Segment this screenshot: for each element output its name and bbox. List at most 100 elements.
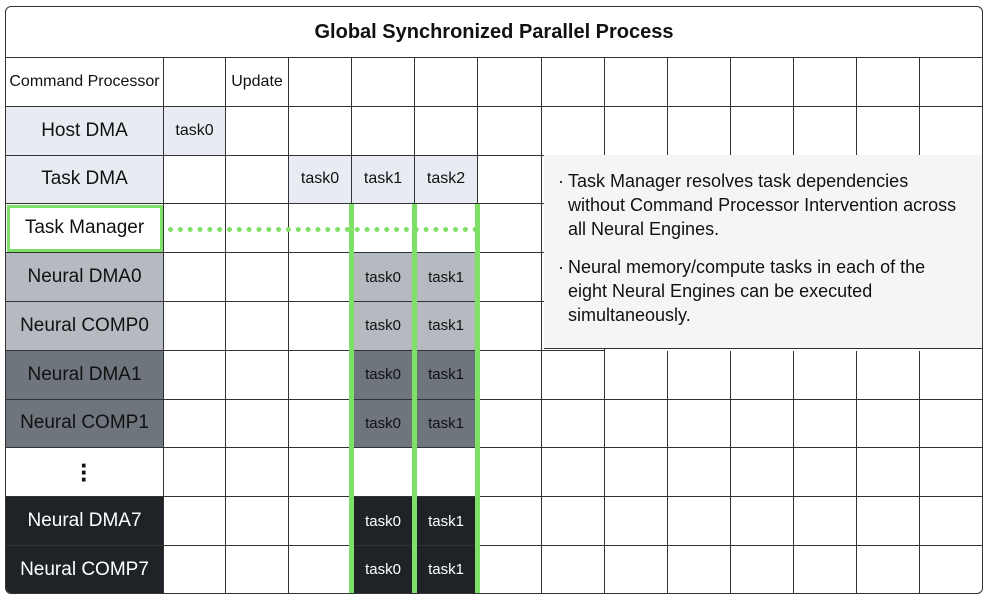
grid-cell [731,350,794,400]
grid-cell [794,546,857,593]
task-cell: task1 [415,497,478,546]
bullet-icon: · [558,257,564,277]
grid-cell [478,253,542,302]
grid-cell [668,58,731,107]
grid-cell [542,546,605,593]
grid-cell [920,107,982,156]
grid-cell [542,58,605,107]
row-label: Neural COMP7 [6,546,164,593]
grid-cell [794,399,857,449]
grid-cell [164,155,226,205]
grid-cell [668,106,731,156]
grid-cell [352,58,415,107]
grid-cell [731,448,794,498]
grid-cell [605,448,668,498]
grid-cell [478,448,542,498]
grid-cell [605,58,668,107]
diagram-frame: Global Synchronized Parallel Process Com… [5,6,983,594]
grid-cell [289,253,352,302]
task-cell: task1 [415,546,478,593]
note-text: Neural memory/compute tasks in each of t… [568,257,926,325]
note-item: · Task Manager resolves task dependencie… [558,169,966,241]
grid-cell [731,58,794,107]
row-label: Neural COMP0 [6,302,164,351]
task-cell: task0 [352,497,415,546]
grid-cell [164,350,226,400]
grid-cell [164,546,226,593]
ellipsis-icon: ··· [6,448,164,498]
task-cell: task1 [415,302,478,351]
grid-cell [794,58,857,107]
grid-cell [164,497,226,546]
grid-cell [920,546,982,593]
grid-cell [542,350,605,400]
grid-cell [794,350,857,400]
row-label: Task DMA [6,155,164,205]
grid-cell [164,58,226,107]
row-label: Task Manager [6,204,164,254]
bullet-icon: · [558,171,564,191]
grid-cell [920,351,982,400]
grid-cell [668,497,731,546]
grid-cell [478,399,542,449]
grid-cell [415,106,478,156]
grid-cell [289,302,352,351]
sync-line-3 [475,204,480,593]
grid-cell [478,350,542,400]
grid-cell [605,106,668,156]
row-label: Neural COMP1 [6,399,164,449]
grid-cell [226,497,289,546]
grid-cell [542,106,605,156]
grid-cell [731,546,794,593]
grid-cell [415,448,478,498]
grid-cell [605,497,668,546]
grid-cell [226,448,289,498]
grid-cell [289,497,352,546]
grid-cell [731,106,794,156]
grid-cell [478,58,542,107]
note-text: Task Manager resolves task dependencies … [568,171,957,239]
grid-cell [478,302,542,351]
grid-cell [226,399,289,449]
grid-cell [542,399,605,449]
grid-cell [857,106,920,156]
grid-cell [920,400,982,449]
grid-cell [857,399,920,449]
sync-line-2 [412,204,417,593]
grid-cell [164,253,226,302]
grid-cell [920,497,982,546]
grid-cell [605,399,668,449]
grid-cell [352,448,415,498]
grid-cell [289,399,352,449]
task-cell: task0 [352,302,415,351]
grid-cell [226,106,289,156]
notes-panel: · Task Manager resolves task dependencie… [544,155,982,349]
row-label: Host DMA [6,106,164,156]
grid-cell [605,350,668,400]
grid-cell [920,448,982,498]
task-cell: task0 [352,253,415,302]
grid-cell [164,448,226,498]
task-cell: task0 [352,399,415,449]
grid-cell [289,58,352,107]
grid-cell [164,302,226,351]
grid-cell [352,106,415,156]
grid-cell [289,546,352,593]
grid-cell [731,399,794,449]
task-cell: task0 [164,106,226,156]
row-label: Neural DMA1 [6,350,164,400]
sync-line-1 [349,204,354,593]
task-cell: task0 [352,350,415,400]
grid-cell [226,302,289,351]
row-label: Neural DMA0 [6,253,164,302]
grid-cell [289,106,352,156]
grid-cell [478,497,542,546]
task-cell: task1 [352,155,415,205]
note-item: · Neural memory/compute tasks in each of… [558,255,966,327]
grid-cell [668,546,731,593]
grid-cell [605,546,668,593]
task-cell: task1 [415,350,478,400]
grid-cell [478,546,542,593]
grid-cell [731,497,794,546]
grid-cell [857,58,920,107]
